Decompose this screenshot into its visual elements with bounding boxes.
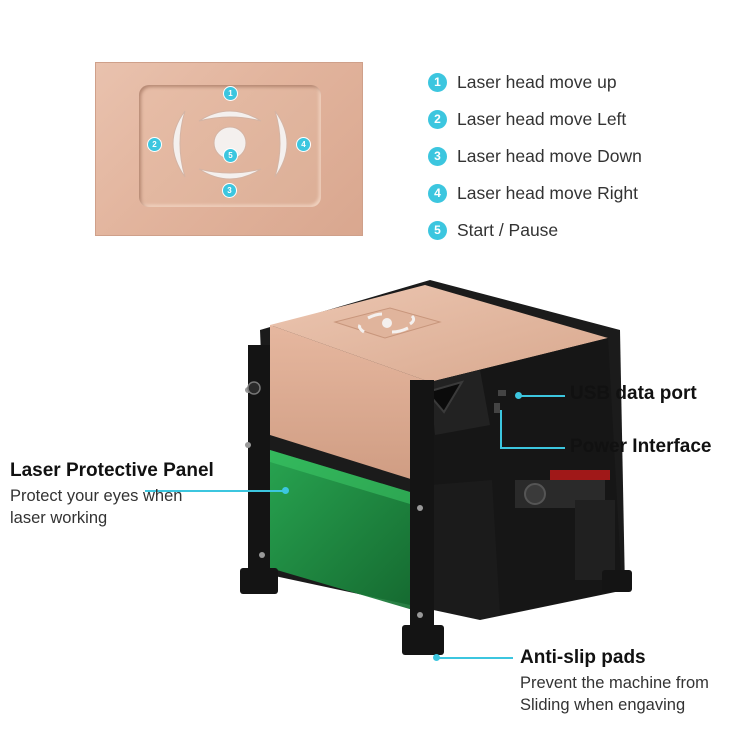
vent-triangle [425,380,465,414]
power-callout-line [500,447,565,449]
down-key [198,168,262,180]
panel-badge-down: 3 [222,183,237,198]
right-key [274,110,288,178]
anti-slip-pad [240,568,278,594]
usb-callout-dot [515,392,522,399]
legend-label: Laser head move up [457,72,617,92]
legend-label: Laser head move Left [457,109,627,129]
power-callout-vline [500,410,502,448]
usb-port [498,390,506,396]
up-key [198,110,262,122]
panel-badge-up: 1 [223,86,238,101]
pads-callout-dot [433,654,440,661]
front-gold-panel [270,325,430,485]
panel-badge-right: 4 [296,137,311,152]
anti-slip-title: Anti-slip pads [520,647,646,668]
panel-callout-dot [282,487,289,494]
left-leg [248,345,270,585]
top-cover [270,285,608,382]
anti-slip-desc-2: Sliding when engaving [520,696,686,714]
legend-item: 1 Laser head move up [428,64,728,101]
pads-callout-line [438,657,513,659]
front-leg [410,380,434,650]
red-rail [550,470,610,480]
side-knob [247,381,261,395]
legend-number: 1 [428,73,447,92]
legend-number: 2 [428,110,447,129]
panel-badge-left: 2 [147,137,162,152]
usb-port-label: USB data port [570,383,697,404]
top-center-key [382,318,392,328]
left-key [172,110,186,178]
panel-callout-line [145,490,285,492]
legend-label: Laser head move Down [457,146,642,166]
legend-item: 2 Laser head move Left [428,101,728,138]
laser-engraver-machine [240,280,632,655]
legend-item: 3 Laser head move Down [428,138,728,175]
protective-panel-desc-2: laser working [10,509,108,527]
legend-number: 3 [428,147,447,166]
legend-label: Laser head move Right [457,183,638,203]
power-interface-label: Power Interface [570,436,712,457]
protective-panel-desc-1: Protect your eyes when [10,487,183,505]
legend-item: 5 Start / Pause [428,212,728,249]
panel-badge-center: 5 [223,148,238,163]
legend-label: Start / Pause [457,220,559,240]
usb-callout-line [520,395,565,397]
anti-slip-pad [602,570,632,592]
anti-slip-desc-1: Prevent the machine from [520,674,709,692]
anti-slip-pad [402,625,444,655]
legend-item: 4 Laser head move Right [428,175,728,212]
control-keys [172,110,288,180]
power-port [494,403,500,413]
protective-panel-title: Laser Protective Panel [10,460,214,481]
legend-number: 5 [428,221,447,240]
button-legend: 1 Laser head move up 2 Laser head move L… [428,64,728,249]
legend-number: 4 [428,184,447,203]
